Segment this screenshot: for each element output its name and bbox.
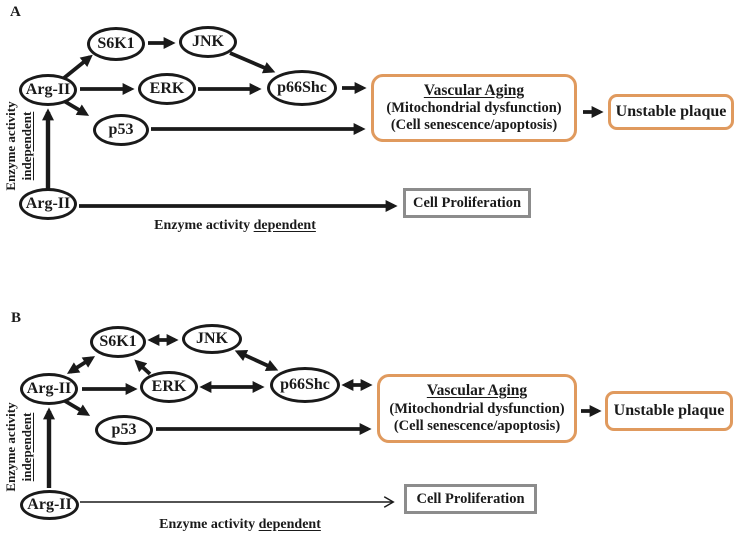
node-b-argii-top: Arg-II (20, 373, 78, 405)
node-b-s6k1: S6K1 (90, 326, 146, 358)
node-a-argii-top: Arg-II (19, 74, 77, 106)
edge-b-jnk-p66shc-double (234, 350, 279, 371)
vascular-aging-title-b: Vascular Aging (426, 382, 528, 400)
dependent-label-prefix-b: Enzyme activity (159, 517, 259, 532)
vascular-aging-line2-b: (Mitochondrial dysfunction) (389, 400, 565, 417)
node-a-p53: p53 (93, 114, 149, 146)
independent-label-line2-a: independent (18, 111, 34, 181)
node-b-erk: ERK (140, 371, 198, 403)
enzyme-activity-independent-label-b: Enzyme activity independent (3, 387, 35, 507)
dependent-label-word-b: dependent (258, 517, 321, 532)
cell-proliferation-box-b: Cell Proliferation (404, 484, 537, 514)
edge-a-argii-to-s6k1 (62, 54, 93, 80)
enzyme-activity-dependent-label-b: Enzyme activity dependent (115, 517, 365, 533)
node-b-p53: p53 (95, 415, 153, 445)
node-b-jnk: JNK (182, 324, 242, 354)
enzyme-activity-dependent-label-a: Enzyme activity dependent (110, 218, 360, 234)
independent-label-line1-a: Enzyme activity (3, 101, 18, 191)
panel-b-label: B (11, 310, 22, 326)
cell-proliferation-box-a: Cell Proliferation (403, 188, 531, 218)
panel-a-arrows (42, 37, 604, 212)
vascular-aging-box-a: Vascular Aging (Mitochondrial dysfunctio… (371, 74, 577, 142)
independent-label-line1-b: Enzyme activity (3, 402, 18, 492)
node-b-argii-bottom: Arg-II (20, 490, 79, 520)
node-a-jnk: JNK (179, 26, 237, 58)
edge-a-jnk-to-p66shc (229, 51, 276, 74)
edge-b-argii-to-p53 (64, 399, 91, 416)
unstable-plaque-box-b: Unstable plaque (605, 391, 733, 431)
edge-a-argii-to-p53 (63, 99, 90, 116)
node-a-erk: ERK (138, 73, 196, 105)
vascular-aging-box-b: Vascular Aging (Mitochondrial dysfunctio… (377, 374, 577, 443)
node-a-s6k1: S6K1 (87, 27, 145, 61)
vascular-aging-title-a: Vascular Aging (423, 81, 525, 99)
edge-b-argii-s6k1-double (66, 356, 96, 374)
unstable-plaque-box-a: Unstable plaque (608, 94, 734, 130)
panel-b-arrows (43, 334, 602, 508)
enzyme-activity-independent-label-a: Enzyme activity independent (3, 86, 35, 206)
edge-b-erk-to-s6k1 (134, 359, 152, 376)
node-b-p66shc: p66Shc (270, 367, 340, 403)
node-a-argii-bottom: Arg-II (19, 188, 77, 220)
node-a-p66shc: p66Shc (267, 70, 337, 106)
independent-label-line2-b: independent (18, 412, 34, 482)
panel-a-label: A (10, 4, 21, 20)
vascular-aging-line2-a: (Mitochondrial dysfunction) (386, 100, 562, 117)
vascular-aging-line3-b: (Cell senescence/apoptosis) (393, 417, 561, 434)
dependent-label-prefix-a: Enzyme activity (154, 218, 254, 233)
dependent-label-word-a: dependent (253, 218, 316, 233)
vascular-aging-line3-a: (Cell senescence/apoptosis) (390, 117, 558, 134)
